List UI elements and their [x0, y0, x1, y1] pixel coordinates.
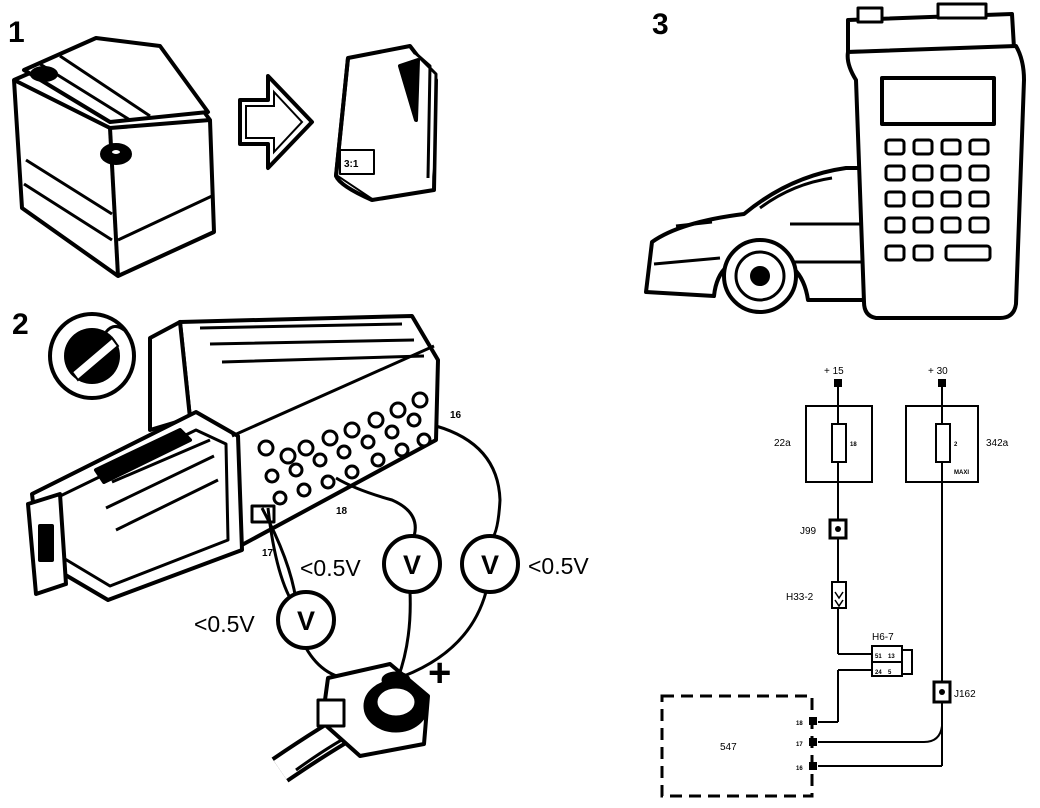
wiring-diagram [660, 379, 979, 798]
ecu-pin-17-label: 17 [796, 742, 803, 748]
pin-16-label: 16 [450, 410, 462, 421]
manual-booklet-icon [334, 44, 438, 202]
voltmeter-right: V [460, 534, 520, 594]
voltmeter-right-symbol: V [481, 550, 499, 580]
ecu-connector-icon [26, 314, 440, 602]
fusebox-22a-label: 22a [774, 438, 791, 449]
voltmeter-mid-symbol: V [403, 550, 421, 580]
ecu-pin-16-label: 16 [796, 766, 803, 772]
reading-right: <0.5V [528, 553, 589, 579]
fuse-18-label: 18 [850, 442, 857, 448]
voltmeter-left: V [276, 590, 336, 650]
car-icon [644, 166, 870, 314]
battery-icon [12, 36, 216, 278]
step-2-number: 2 [12, 308, 29, 341]
supply-30-label: + 30 [928, 366, 948, 377]
ecu-pin-18-label: 18 [796, 721, 803, 727]
fuse-2-label: 2 [954, 442, 958, 448]
right-arrow-icon [238, 74, 314, 170]
pin-18-label: 18 [336, 506, 348, 517]
voltmeter-mid: V [382, 534, 442, 594]
h6-pin-5: 5 [888, 670, 892, 676]
fusebox-342a-label: 342a [986, 438, 1009, 449]
diagnostic-tester-icon [845, 2, 1026, 320]
connector-h33-label: H33-2 [786, 592, 814, 603]
splice-j99-label: J99 [800, 526, 817, 537]
pin-17-label: 17 [262, 548, 274, 559]
reading-left: <0.5V [194, 611, 255, 637]
battery-positive-symbol: + [428, 651, 451, 695]
manual-page-label: 3:1 [344, 159, 359, 170]
splice-j162-label: J162 [954, 689, 976, 700]
h6-pin-24: 24 [875, 670, 882, 676]
h6-pin-13: 13 [888, 654, 895, 660]
step-1-number: 1 [8, 16, 25, 49]
battery-terminal-icon [271, 662, 430, 783]
voltmeter-left-symbol: V [297, 606, 315, 636]
step-3-number: 3 [652, 8, 669, 41]
fuse-maxi-label: MAXI [954, 470, 969, 476]
ignition-key-icon [48, 312, 136, 400]
ecu-547-label: 547 [720, 742, 737, 753]
h6-pin-51: 51 [875, 654, 882, 660]
connector-h6-label: H6-7 [872, 632, 894, 643]
reading-mid: <0.5V [300, 555, 361, 581]
supply-15-label: + 15 [824, 366, 844, 377]
